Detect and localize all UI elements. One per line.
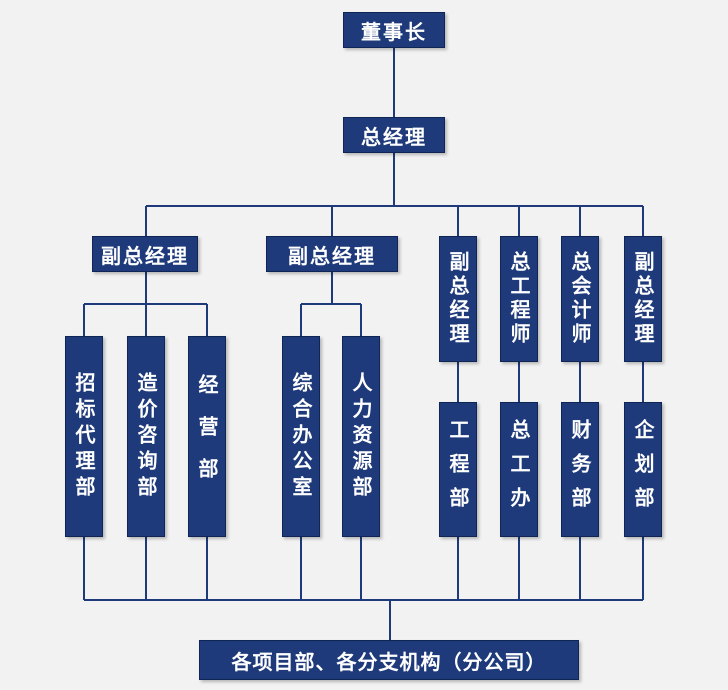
dept-cost-consulting-box: 造价咨询部 <box>127 336 165 537</box>
general-manager-box: 总经理 <box>343 117 445 153</box>
deputy-general-manager-4-box: 副总经理 <box>624 236 662 362</box>
deputy-general-manager-2-box: 副总经理 <box>266 236 398 272</box>
dept-chief-engineer-office-box: 总工办 <box>500 402 538 537</box>
dept-engineering-box: 工程部 <box>439 402 477 537</box>
chairman-box: 董事长 <box>343 12 445 48</box>
deputy-general-manager-1-box: 副总经理 <box>92 236 198 272</box>
dept-planning-box: 企划部 <box>624 402 662 537</box>
dept-operations-box: 经营部 <box>188 336 226 537</box>
dept-human-resources-box: 人力资源部 <box>342 336 380 537</box>
dept-bidding-agency-box: 招标代理部 <box>65 336 103 537</box>
dept-general-office-box: 综合办公室 <box>282 336 320 537</box>
deputy-general-manager-3-box: 副总经理 <box>439 236 477 362</box>
project-departments-branches-box: 各项目部、各分支机构（分公司） <box>199 640 579 680</box>
dept-finance-box: 财务部 <box>561 402 599 537</box>
chief-accountant-box: 总会计师 <box>561 236 599 362</box>
chief-engineer-box: 总工程师 <box>500 236 538 362</box>
